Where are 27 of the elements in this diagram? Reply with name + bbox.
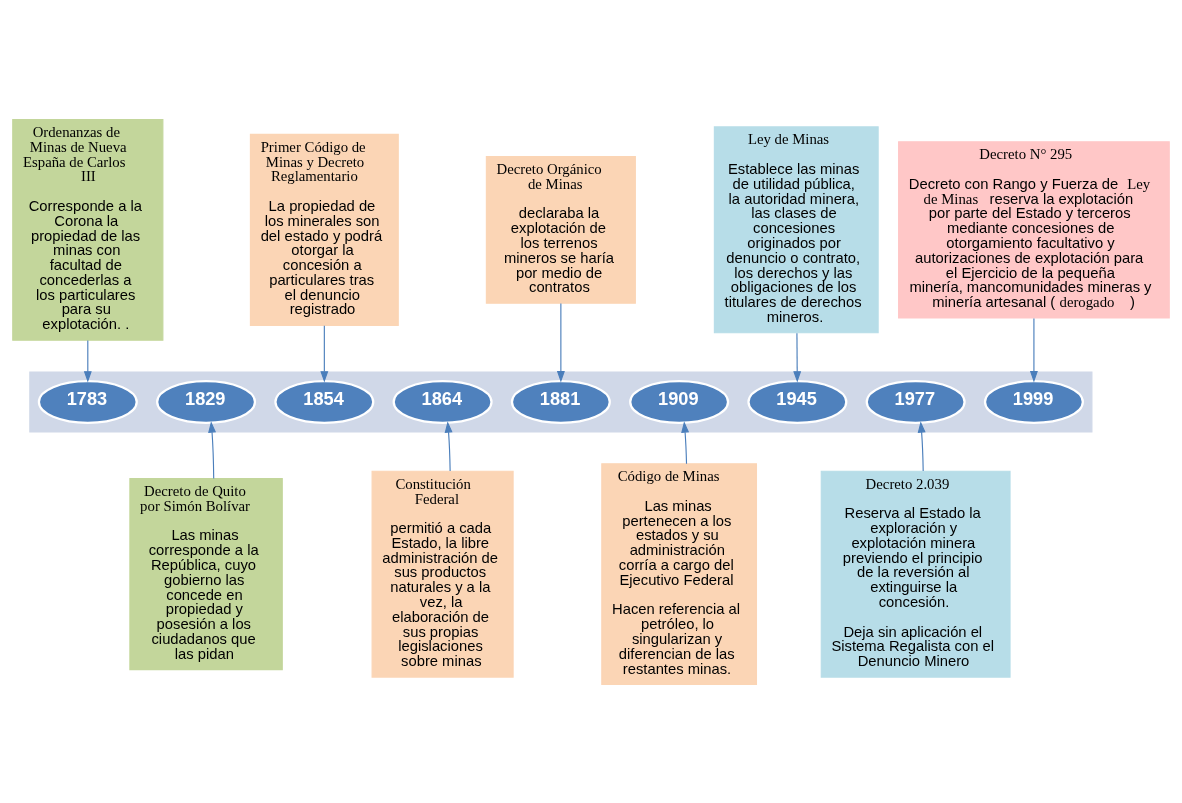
node-box: Constitución Federal permitió a cada Estado, la libre administración de sus productos naturales y a la vez, la elaboración de sus propias legislaciones sobre minas [371, 470, 514, 678]
node-box: Ordenanzas de Minas de Nueva España de Carlos III Corresponde a la Corona la propiedad de las minas con facultad de concederlas a los particulares para su explotación. . [12, 118, 164, 341]
arrow [917, 420, 926, 472]
node-ellipse: 1783 [37, 379, 138, 424]
arrow [83, 339, 92, 383]
arrow [208, 420, 217, 479]
arrow [556, 302, 565, 382]
node-box: Decreto Orgánico de Minas declaraba la explotación de los terrenos mineros se haría por medio de contratos [485, 155, 636, 304]
arrow [793, 332, 802, 383]
node-ellipse: 1864 [392, 379, 493, 424]
node-box: Decreto de Quito por Simón Bolívar Las minas corresponde a la República, cuyo gobierno las concede en propiedad y posesión a los ciudadanos que las pidan [129, 477, 283, 670]
node-ellipse: 1909 [629, 379, 730, 424]
node-box: Código de Minas Las minas pertenecen a los estados y su administración corría a cargo del Ejecutivo Federal Hacen referencia al petróleo, lo singularizan y diferencian de las restantes minas. [601, 462, 758, 685]
arrow [681, 420, 690, 464]
node-box: Ley de Minas Establece las minas de utilidad pública, la autoridad minera, las clases de concesiones originados por denuncio o contrato, los derechos y las obligaciones de los titulares de derechos mineros. [713, 125, 879, 333]
node-ellipse: 1829 [156, 379, 257, 424]
node-box: Primer Código de Minas y Decreto Reglamentario La propiedad de los minerales son del estado y podrá otorgar la concesión a particulares tras el denuncio registrado [249, 133, 399, 326]
arrow [320, 324, 329, 383]
node-ellipse: 1945 [747, 379, 848, 424]
arrow [1029, 317, 1038, 382]
node-box: Decreto N° 295 Decreto con Rango y Fuerza de Ley de Minas reserva la explotación por parte del Estado y terceros mediante concesiones de otorgamiento facultativo y autorizaciones de explotación para el Ejercicio de la pequeña minería, mancomunidades mineras y minería artesanal (derogado) [898, 140, 1170, 319]
node-box: Decreto 2.039 Reserva al Estado la exploración y explotación minera previendo el principio de la reversión al extinguirse la concesión. Deja sin aplicación el Sistema Regalista con el Denuncio Minero [820, 470, 1011, 678]
node-ellipse: 1999 [983, 379, 1084, 424]
node-ellipse: 1854 [274, 379, 375, 424]
node-ellipse: 1977 [865, 379, 966, 424]
arrow [444, 420, 453, 472]
node-ellipse: 1881 [510, 379, 611, 424]
